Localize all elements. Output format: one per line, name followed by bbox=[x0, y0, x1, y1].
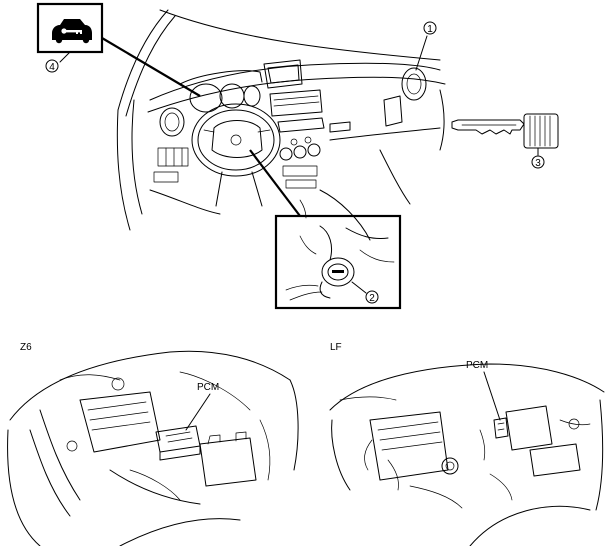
callout-2: 2 bbox=[365, 290, 379, 304]
callout-4: 4 bbox=[45, 59, 59, 73]
dashboard-illustration bbox=[116, 9, 446, 241]
ignition-detail-inset bbox=[249, 149, 402, 310]
key-cylinder-icon bbox=[285, 225, 395, 301]
callout-4-number: 4 bbox=[49, 62, 55, 73]
z6-pcm-label: PCM bbox=[197, 382, 219, 393]
immobilizer-indicator-inset bbox=[36, 2, 201, 97]
z6-engine-bay bbox=[7, 350, 299, 546]
lf-pcm-module bbox=[493, 417, 509, 439]
z6-pcm-module bbox=[155, 425, 201, 461]
lf-pcm-label-group: PCM bbox=[466, 360, 501, 421]
callout-2-number: 2 bbox=[369, 293, 375, 304]
callout-1-number: 1 bbox=[427, 24, 433, 35]
callout-1: 1 bbox=[415, 21, 437, 71]
key-icon bbox=[451, 113, 559, 149]
callout-3: 3 bbox=[531, 147, 545, 169]
car-key-warning-icon bbox=[52, 19, 92, 44]
section-label-z6: Z6 bbox=[20, 342, 32, 353]
z6-pcm-label-group: PCM bbox=[185, 382, 219, 431]
lf-pcm-label: PCM bbox=[466, 360, 488, 371]
section-label-lf: LF bbox=[330, 342, 342, 353]
callout-3-number: 3 bbox=[535, 158, 541, 169]
lf-engine-bay bbox=[329, 363, 605, 546]
